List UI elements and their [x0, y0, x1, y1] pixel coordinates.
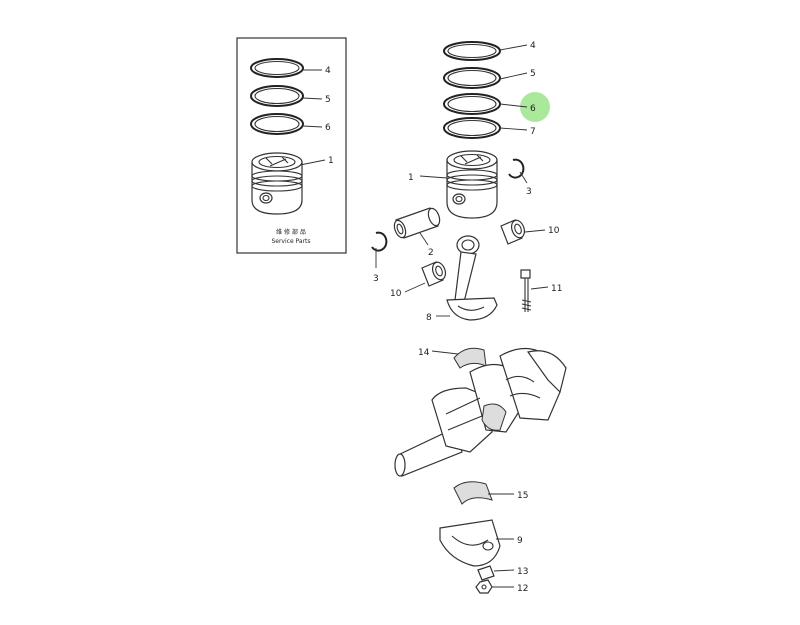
inset-ring-4[interactable]: [250, 58, 304, 78]
inset-ring-6[interactable]: [250, 113, 304, 135]
bearing-lower[interactable]: [453, 481, 493, 505]
service-parts-box: 4 5 6 1 维 修 部 品 Service Parts: [236, 37, 347, 254]
callout-2: 2: [428, 248, 434, 258]
rod-cap[interactable]: [439, 519, 501, 567]
crankshaft[interactable]: [394, 347, 567, 477]
callout-5: 5: [530, 69, 536, 79]
callout-1: 1: [408, 173, 414, 183]
washer[interactable]: [477, 565, 495, 581]
inset-callout-4: 4: [325, 66, 331, 76]
inset-callout-5: 5: [325, 95, 331, 105]
nut[interactable]: [475, 579, 493, 594]
bearing-upper[interactable]: [453, 347, 487, 369]
connecting-rod[interactable]: [446, 235, 498, 321]
snap-ring-left[interactable]: [371, 231, 388, 252]
inset-piston[interactable]: [251, 152, 303, 215]
piston[interactable]: [446, 150, 498, 219]
service-parts-caption: Service Parts: [271, 238, 310, 245]
callout-7: 7: [530, 127, 536, 137]
callout-9: 9: [517, 536, 523, 546]
ring-second[interactable]: [443, 67, 501, 89]
callout-14: 14: [418, 348, 430, 358]
ring-oil[interactable]: [443, 93, 501, 115]
snap-ring-right[interactable]: [508, 158, 525, 179]
piston-pin[interactable]: [392, 207, 442, 239]
callout-10-left: 10: [390, 289, 402, 299]
inset-callout-1: 1: [328, 156, 334, 166]
callout-3-left: 3: [373, 274, 379, 284]
callout-6: 6: [530, 104, 536, 114]
ring-bottom[interactable]: [443, 117, 501, 139]
bushing-left[interactable]: [421, 260, 448, 287]
callout-15: 15: [517, 491, 528, 501]
highlight-marker: [520, 92, 550, 122]
callout-10-right: 10: [548, 226, 560, 236]
inset-ring-5[interactable]: [250, 85, 304, 107]
callout-3-right: 3: [526, 187, 532, 197]
callout-11: 11: [551, 284, 562, 294]
bushing-right[interactable]: [500, 218, 527, 245]
callout-13: 13: [517, 567, 528, 577]
callout-4: 4: [530, 41, 536, 51]
service-parts-caption-cjk: 维 修 部 品: [276, 228, 306, 236]
rod-bolt[interactable]: [520, 269, 532, 312]
callout-12: 12: [517, 584, 528, 594]
ring-top[interactable]: [443, 41, 501, 61]
callout-8: 8: [426, 313, 432, 323]
inset-callout-6: 6: [325, 123, 331, 133]
